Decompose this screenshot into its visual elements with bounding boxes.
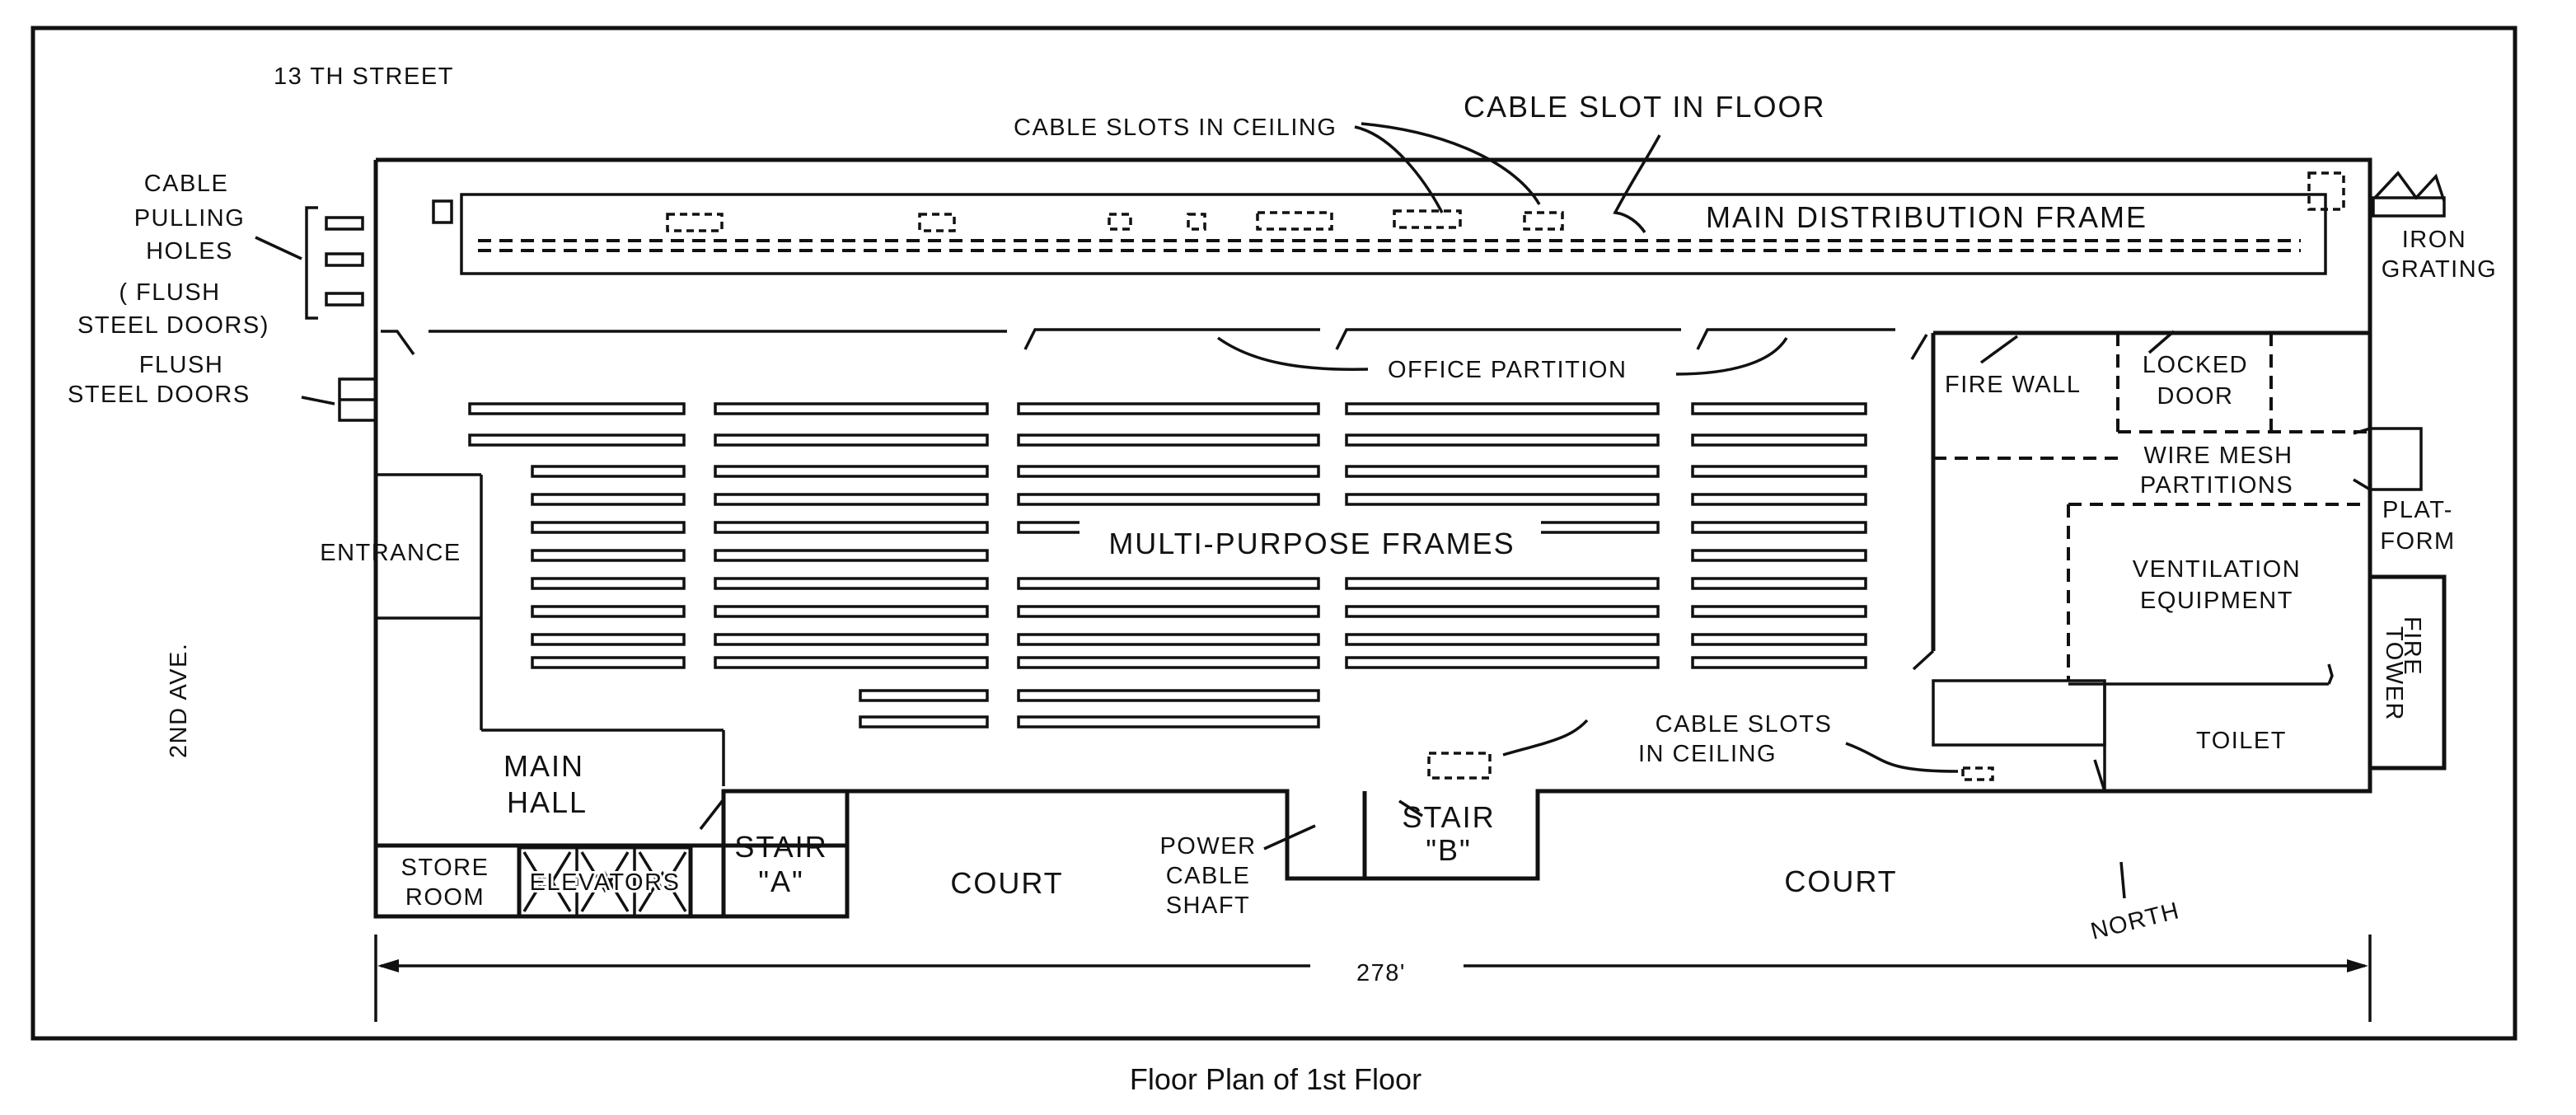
fire-wall-and-partitions	[1912, 333, 2447, 792]
court-left-label: COURT	[950, 866, 1063, 900]
cable-pulling-holes	[305, 206, 364, 320]
flush-steel-doors	[338, 377, 377, 422]
leader-arrows	[255, 122, 2176, 899]
locked-door-label-1: LOCKED	[2143, 352, 2248, 378]
flush-doors-paren-label-2: STEEL DOORS)	[77, 312, 269, 339]
cable-slots-ceiling-bottom-label-1: CABLE SLOTS	[1656, 711, 1833, 738]
street-left: 2ND AVE.	[166, 643, 192, 758]
power-cable-shaft-label-3: SHAFT	[1166, 892, 1251, 919]
stair-a	[721, 789, 850, 919]
elevators-label: ELEVATORS	[530, 869, 681, 896]
iron-grating	[2372, 171, 2446, 218]
flush-doors-paren-label-1: ( FLUSH	[119, 279, 220, 306]
main-distribution-frame-label: MAIN DISTRIBUTION FRAME	[1706, 200, 2147, 234]
flush-doors-label-2: STEEL DOORS	[68, 382, 251, 408]
platform-label-2: FORM	[2380, 528, 2455, 555]
entrance-label: ENTRANCE	[320, 540, 461, 566]
cable-pulling-holes-label-2: PULLING	[134, 205, 246, 232]
diagram-border	[30, 26, 2517, 1041]
dimension-label: 278'	[1356, 960, 1406, 986]
wire-mesh-label-2: PARTITIONS	[2140, 472, 2293, 499]
toilet-label: TOILET	[2196, 728, 2287, 754]
cable-slot-floor-label: CABLE SLOT IN FLOOR	[1464, 90, 1825, 124]
cable-slots-ceiling-top	[666, 171, 2345, 232]
multi-purpose-frames-label: MULTI-PURPOSE FRAMES	[1108, 527, 1515, 560]
power-cable-shaft-label-2: CABLE	[1166, 863, 1251, 889]
office-partition-label: OFFICE PARTITION	[1388, 357, 1627, 383]
iron-grating-label-2: GRATING	[2382, 256, 2497, 283]
office-partition	[381, 328, 2370, 360]
locked-door-label-2: DOOR	[2157, 383, 2234, 410]
power-cable-shaft-label-1: POWER	[1159, 833, 1256, 860]
cable-slots-ceiling-bottom-label-2: IN CEILING	[1638, 741, 1777, 767]
stair-b-label-2: "B"	[1426, 833, 1472, 867]
cable-slots-ceiling-top-label: CABLE SLOTS IN CEILING	[1014, 115, 1337, 141]
cable-pulling-holes-label-3: HOLES	[146, 238, 233, 265]
stair-b-label-1: STAIR	[1402, 800, 1495, 834]
entrance-walls	[376, 473, 725, 831]
diagram-caption: Floor Plan of 1st Floor	[1130, 1062, 1421, 1096]
ventilation-label-1: VENTILATION	[2133, 556, 2302, 583]
dimension-line	[374, 935, 2372, 1022]
main-hall-label-2: HALL	[507, 785, 588, 819]
north-label: NORTH	[2088, 897, 2183, 945]
wire-mesh-label-1: WIRE MESH	[2143, 443, 2293, 469]
court-right-label: COURT	[1784, 864, 1897, 898]
ventilation-label-2: EQUIPMENT	[2140, 588, 2293, 614]
stair-a-label-2: "A"	[758, 864, 804, 898]
main-distribution-frame	[432, 193, 2327, 275]
main-hall-label-1: MAIN	[503, 749, 584, 783]
fire-wall-label: FIRE WALL	[1945, 372, 2082, 398]
flush-doors-label-1: FLUSH	[139, 352, 224, 378]
store-room-label-2: ROOM	[405, 884, 485, 911]
fire-tower-label-2: TOWER	[2381, 626, 2407, 721]
platform-label-1: PLAT-	[2382, 497, 2453, 523]
iron-grating-label-1: IRON	[2402, 227, 2467, 253]
cable-slots-ceiling-bottom	[1427, 752, 1994, 781]
stair-a-label-1: STAIR	[734, 830, 827, 864]
store-room-label-1: STORE	[401, 855, 489, 881]
multi-purpose-frames	[468, 402, 1867, 728]
elevators	[517, 845, 693, 919]
multi-purpose-label-backing	[1080, 519, 1541, 565]
fire-tower-label-1: FIRE	[2399, 616, 2425, 676]
cable-pulling-holes-label-1: CABLE	[144, 171, 229, 197]
street-top: 13 TH STREET	[274, 63, 454, 90]
